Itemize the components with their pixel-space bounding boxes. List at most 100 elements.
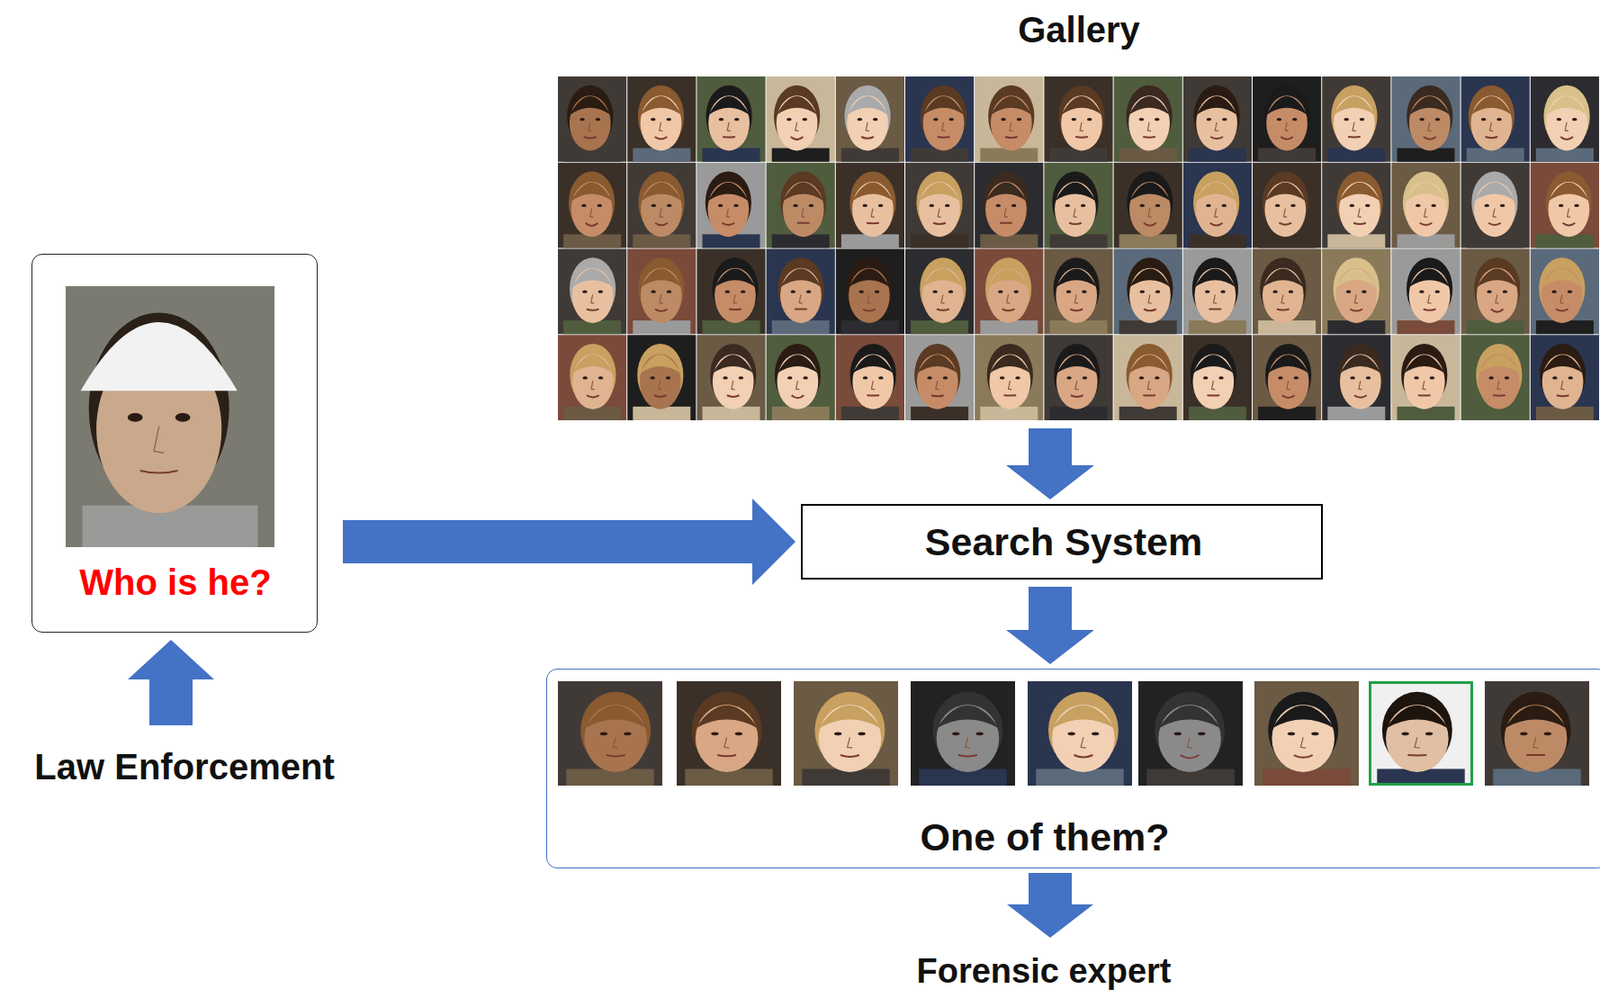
face-photo bbox=[1043, 76, 1113, 162]
photo-mouth bbox=[1420, 223, 1433, 225]
photo-mouth bbox=[1142, 394, 1156, 396]
photo-shoulders bbox=[1536, 233, 1594, 248]
photo-eye bbox=[1311, 731, 1319, 736]
photo-eye bbox=[1290, 204, 1295, 207]
photo-shoulders bbox=[701, 320, 760, 334]
photo-mouth bbox=[717, 755, 737, 756]
photo-face bbox=[1056, 353, 1098, 409]
photo-nose bbox=[867, 294, 872, 304]
photo-face bbox=[1129, 181, 1171, 237]
photo-face bbox=[777, 353, 819, 409]
photo-eye bbox=[725, 290, 730, 294]
up-arrow bbox=[127, 639, 215, 726]
photo-nose bbox=[1497, 380, 1502, 390]
photo-eye bbox=[1425, 731, 1433, 736]
photo-eye bbox=[929, 204, 935, 207]
photo-eye bbox=[666, 290, 672, 294]
photo-eye bbox=[1071, 117, 1077, 121]
photo-background bbox=[557, 681, 663, 786]
photo-eye bbox=[598, 290, 603, 294]
photo-mouth bbox=[586, 308, 600, 310]
face-photo bbox=[1530, 249, 1600, 335]
photo-eye bbox=[948, 117, 953, 121]
photo-background bbox=[766, 162, 836, 249]
photo-eye bbox=[1206, 117, 1212, 121]
photo-eye bbox=[1174, 731, 1182, 736]
photo-eye bbox=[738, 376, 744, 379]
flow-arrow bbox=[1006, 428, 1095, 500]
photo-eye bbox=[623, 731, 631, 736]
photo-face bbox=[1128, 95, 1170, 151]
photo-background bbox=[910, 681, 1016, 786]
photo-hair-top bbox=[1195, 268, 1237, 288]
photo-mouth bbox=[866, 222, 880, 225]
photo-hair-top bbox=[1546, 96, 1588, 116]
photo-eye bbox=[975, 731, 983, 736]
face-photo bbox=[1461, 76, 1530, 162]
photo-face bbox=[695, 704, 759, 773]
photo-eye bbox=[734, 117, 739, 121]
photo-mouth bbox=[722, 135, 736, 139]
photo-eye bbox=[1435, 117, 1440, 121]
photo-background bbox=[835, 249, 905, 335]
photo-hair-top bbox=[782, 182, 825, 202]
photo-hair-top bbox=[916, 354, 959, 374]
photo-hair-top bbox=[990, 96, 1033, 116]
face-photo bbox=[1391, 162, 1460, 249]
photo-eye bbox=[1066, 290, 1071, 294]
face-photo bbox=[1484, 681, 1590, 786]
photo-background bbox=[627, 162, 696, 249]
face-photo bbox=[835, 249, 905, 335]
photo-hair-top bbox=[569, 96, 612, 116]
photo-mouth bbox=[1210, 223, 1223, 226]
photo-hair-top bbox=[776, 96, 818, 116]
photo-mouth bbox=[1560, 136, 1574, 140]
face-photo bbox=[1183, 76, 1252, 162]
photo-face bbox=[852, 353, 894, 409]
photo-nose bbox=[1214, 208, 1219, 218]
photo-nose bbox=[659, 122, 664, 132]
photo-face bbox=[780, 268, 822, 324]
face-photo bbox=[1183, 162, 1252, 249]
gallery-grid: Gallery bbox=[557, 76, 1600, 422]
photo-background bbox=[1530, 334, 1600, 421]
photo-eye bbox=[651, 204, 657, 207]
photo-face bbox=[1385, 704, 1449, 773]
photo-eye bbox=[1349, 376, 1355, 379]
photo-hair-top bbox=[707, 182, 749, 202]
photo-eye bbox=[1488, 376, 1493, 379]
photo-eye bbox=[1551, 290, 1556, 294]
photo-eye bbox=[1349, 204, 1355, 207]
photo-mouth bbox=[999, 222, 1013, 225]
photo-nose bbox=[1286, 380, 1291, 390]
photo-hair-top bbox=[584, 705, 648, 729]
face-photo bbox=[557, 162, 627, 249]
photo-nose bbox=[1285, 122, 1289, 132]
photo-eye bbox=[722, 376, 728, 379]
photo-mouth bbox=[1070, 395, 1084, 397]
photo-hair-top bbox=[1266, 96, 1308, 116]
photo-face bbox=[985, 181, 1027, 237]
photo-mouth bbox=[861, 136, 874, 139]
photo-mouth bbox=[1075, 135, 1088, 139]
photo-background bbox=[1530, 162, 1600, 249]
photo-background bbox=[1484, 681, 1590, 786]
photo-nose bbox=[1428, 122, 1432, 132]
photo-eye bbox=[857, 117, 863, 121]
photo-nose bbox=[942, 122, 946, 132]
photo-background bbox=[1114, 162, 1183, 249]
photo-nose bbox=[1422, 380, 1427, 390]
photo-eye bbox=[834, 731, 842, 736]
photo-face bbox=[1051, 704, 1115, 773]
photo-hair-top bbox=[1129, 182, 1171, 202]
photo-mouth bbox=[937, 135, 951, 139]
face-photo bbox=[1321, 249, 1391, 335]
photo-shoulders bbox=[1188, 406, 1247, 421]
photo-nose bbox=[731, 380, 736, 390]
face-photo bbox=[835, 334, 905, 421]
face-photo bbox=[1114, 334, 1183, 421]
photo-eye bbox=[858, 290, 863, 294]
photo-eye bbox=[862, 376, 868, 379]
photo-hair-top bbox=[1158, 705, 1222, 729]
photo-hair-top bbox=[1271, 705, 1335, 729]
